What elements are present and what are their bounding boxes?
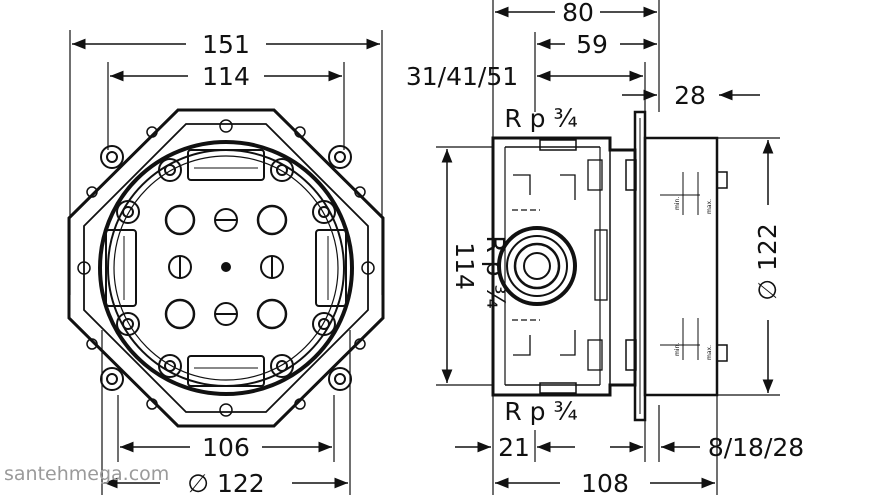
scale-max-bottom: max. — [706, 345, 713, 360]
dim-151: 151 — [202, 30, 250, 59]
dim-28: 28 — [674, 81, 706, 110]
thread-label-top: R p ¾ — [504, 104, 577, 133]
dim-diameter-122-front: ∅ 122 — [187, 469, 264, 498]
dim-106: 106 — [202, 433, 250, 462]
thread-label-bottom: R p ¾ — [504, 397, 577, 426]
dim-21: 21 — [498, 433, 530, 462]
dim-59: 59 — [576, 30, 608, 59]
scale-max-top: max. — [706, 199, 713, 214]
scale-min-bottom: min. — [674, 343, 681, 356]
front-view — [67, 30, 385, 495]
scale-min-top: min. — [674, 197, 681, 210]
dim-108: 108 — [581, 469, 629, 498]
dim-114-top: 114 — [202, 62, 250, 91]
dim-diameter-122-side: ∅ 122 — [753, 223, 782, 300]
dim-8-18-28: 8/18/28 — [708, 433, 804, 462]
side-view — [436, 0, 780, 495]
front-dimension-lines — [72, 38, 380, 489]
dim-80: 80 — [562, 0, 594, 27]
watermark: santehmega.com — [4, 463, 169, 485]
dim-31-41-51: 31/41/51 — [406, 62, 518, 91]
dim-114-side: 114 — [450, 242, 479, 290]
side-dimension-lines — [441, 6, 774, 489]
thread-label-middle: R p ¾ — [481, 235, 510, 308]
